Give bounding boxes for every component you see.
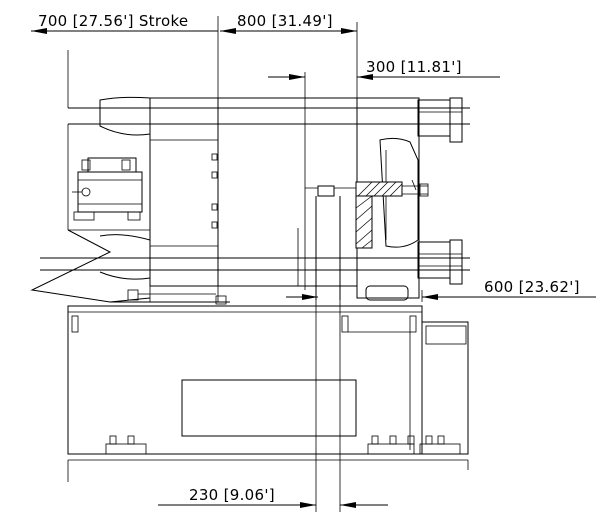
dimension-230-label: 230 [9.06'] [189, 486, 275, 504]
extension-lines [217, 16, 423, 512]
machine-base [67, 305, 469, 482]
clamp-cylinder [72, 157, 143, 221]
platen-bolts [211, 153, 218, 229]
dimension-300: 300 [11.81'] [268, 58, 500, 80]
dimension-600-label: 600 [23.62'] [484, 278, 580, 296]
hatch-lines [355, 181, 403, 249]
dimension-stroke-label: 700 [27.56'] Stroke [38, 12, 188, 30]
oval-port [365, 285, 409, 301]
dimension-stroke: 700 [27.56'] Stroke [31, 12, 218, 34]
rear-platen [356, 97, 463, 299]
dimension-800: 800 [31.49'] [220, 12, 357, 34]
barrel-lines [315, 196, 341, 300]
dimension-230: 230 [9.06'] [158, 486, 388, 508]
dimension-800-label: 800 [31.49'] [237, 12, 333, 30]
dimension-600: 600 [23.62'] [286, 278, 596, 300]
clamping-unit [30, 96, 230, 305]
tie-bars [40, 50, 470, 271]
nozzle-section [317, 179, 429, 249]
dimension-300-label: 300 [11.81'] [366, 58, 462, 76]
